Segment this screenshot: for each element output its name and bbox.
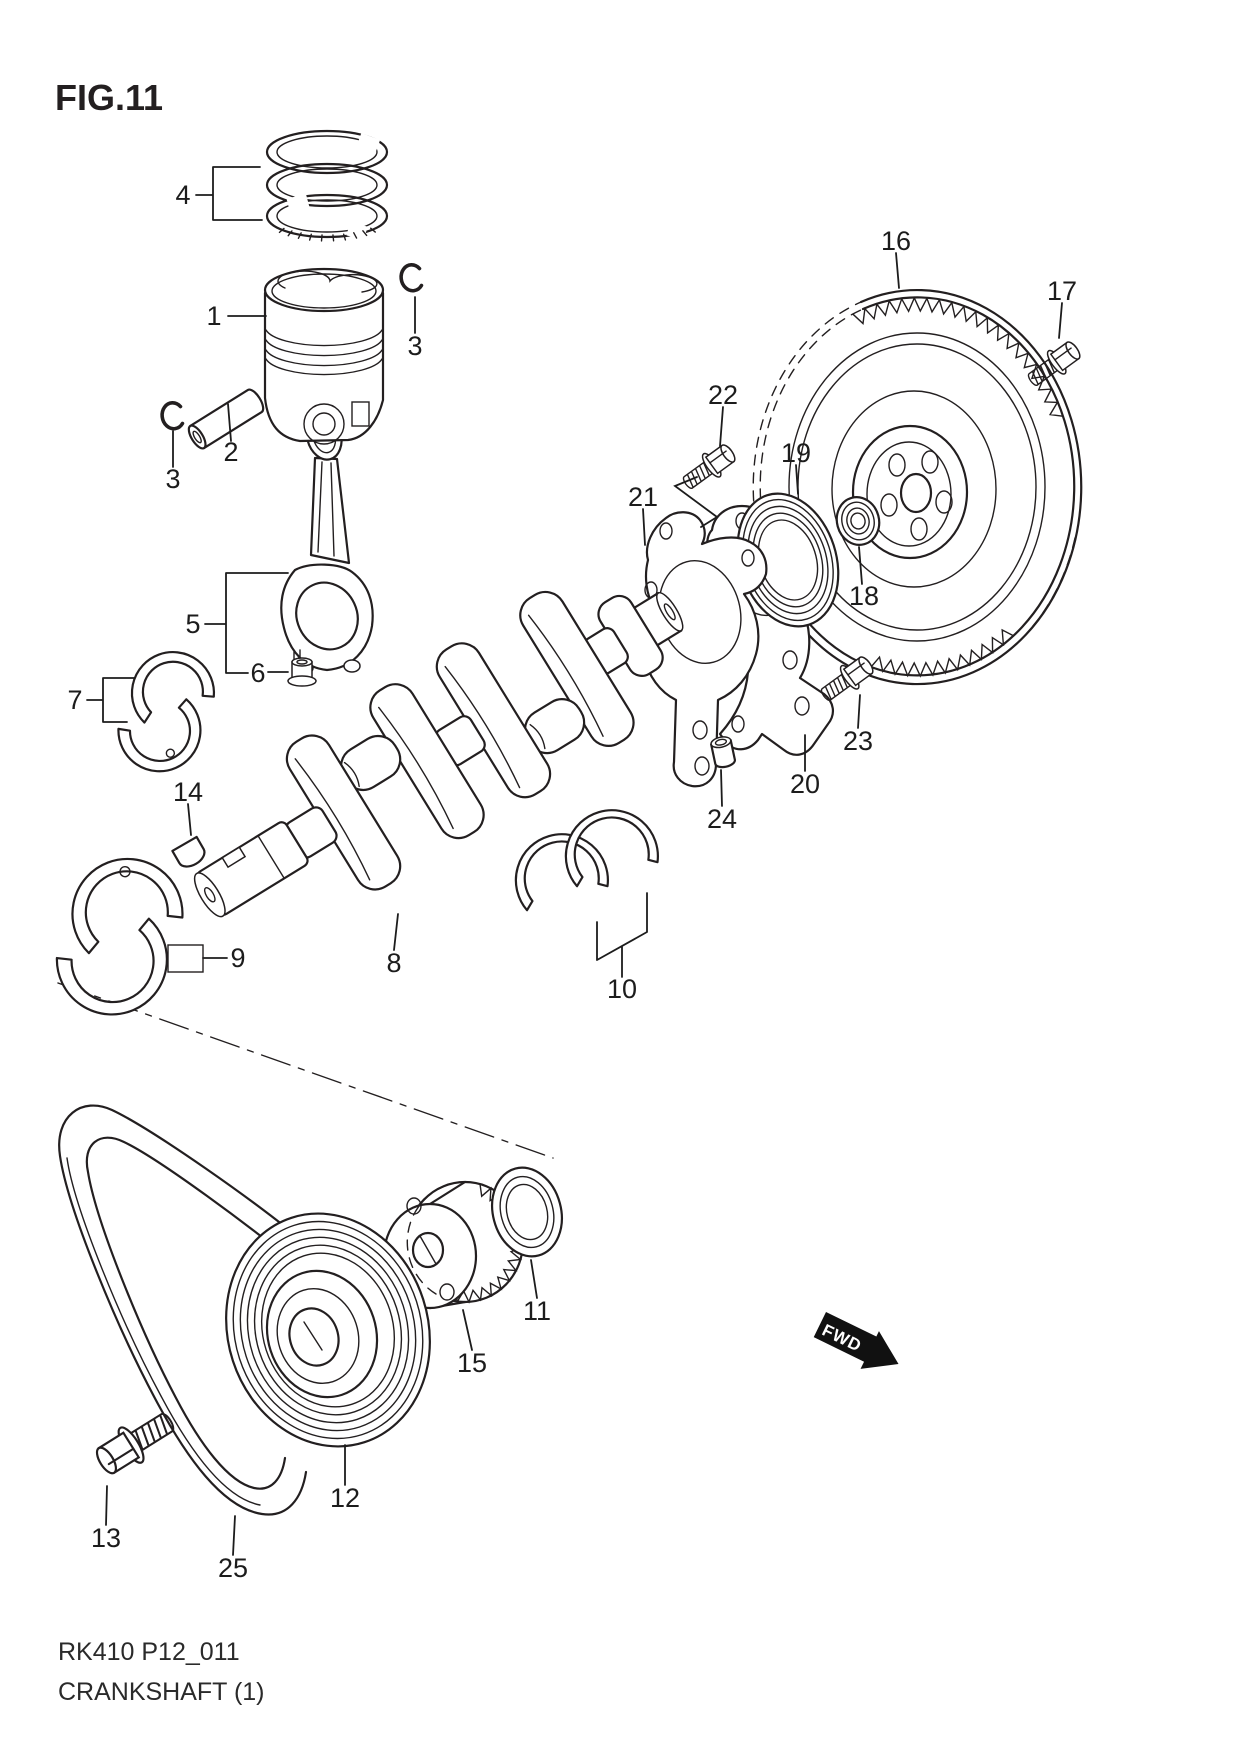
rod-bearing-shells (117, 651, 216, 773)
oil-ring-hatch (278, 227, 376, 242)
callout-8: 8 (386, 948, 401, 978)
connecting-rod (280, 411, 374, 675)
piston-pin (187, 388, 265, 450)
callout-3-right: 3 (407, 331, 422, 361)
ring-gear-teeth (852, 296, 1064, 678)
crank-axis-centerline (57, 982, 554, 1159)
pilot-bearing (835, 496, 881, 546)
callout-23: 23 (843, 726, 873, 756)
callout-16: 16 (881, 226, 911, 256)
callout-4: 4 (175, 180, 190, 210)
callout-3-left: 3 (165, 464, 180, 494)
callout-19: 19 (781, 438, 811, 468)
callout-18: 18 (849, 581, 879, 611)
rod-bearing-nut (287, 657, 317, 687)
retainer-bolt-upper (676, 438, 741, 497)
leader-lines (86, 166, 1063, 1556)
callout-11: 11 (523, 1296, 551, 1326)
callout-9: 9 (230, 943, 245, 973)
main-bearing-set (55, 857, 184, 1016)
callout-25: 25 (218, 1553, 248, 1583)
callout-15: 15 (457, 1348, 487, 1378)
piston (263, 267, 385, 445)
callout-20: 20 (790, 769, 820, 799)
callout-12: 12 (330, 1483, 360, 1513)
footer-part-code: RK410 P12_011 (58, 1638, 240, 1666)
pulley-grooves (225, 1212, 431, 1448)
circlip-right (399, 263, 424, 293)
callout-2: 2 (223, 437, 238, 467)
v-belt (58, 1104, 318, 1516)
pulley-bolt (89, 1402, 183, 1483)
dowel-pin (710, 736, 736, 769)
fwd-arrow: FWD (813, 1312, 899, 1369)
callout-17: 17 (1047, 276, 1077, 306)
callout-5: 5 (185, 609, 200, 639)
crankshaft-front-oil-seal (491, 1166, 563, 1258)
crankshaft (193, 590, 684, 918)
crank-pulley (225, 1212, 431, 1448)
callout-21: 21 (628, 482, 658, 512)
callout-22: 22 (708, 380, 738, 410)
callout-6: 6 (250, 658, 265, 688)
footer-section-title: CRANKSHAFT (1) (58, 1678, 265, 1706)
callout-24: 24 (707, 804, 737, 834)
woodruff-key (171, 835, 206, 868)
callout-9-box (167, 944, 204, 973)
callout-13: 13 (91, 1523, 121, 1553)
circlip-left (160, 401, 185, 431)
callout-14: 14 (173, 777, 203, 807)
thrust-bearing-set (514, 809, 659, 912)
flywheel (752, 288, 1083, 686)
figure-title: FIG.11 (55, 77, 163, 118)
callout-1: 1 (206, 301, 221, 331)
callout-10: 10 (607, 974, 637, 1004)
callout-7: 7 (67, 685, 82, 715)
piston-ring-set (265, 129, 389, 242)
